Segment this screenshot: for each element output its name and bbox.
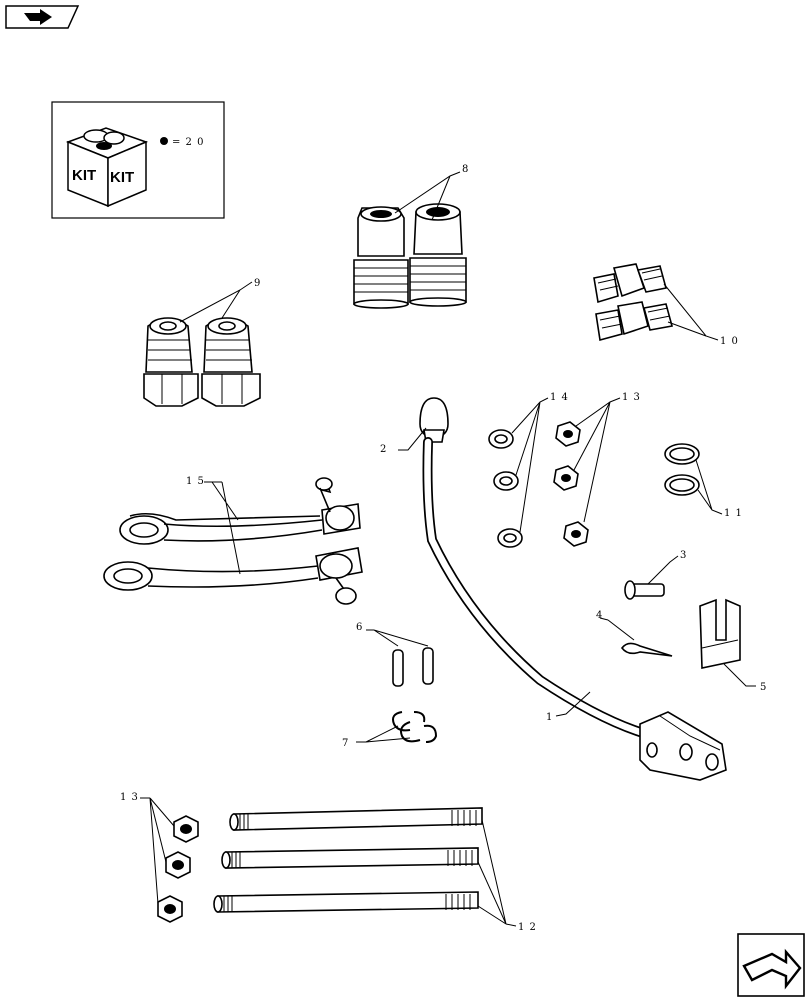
callout-7: 7 <box>342 738 349 749</box>
part-3-pin: 3 <box>624 550 687 600</box>
part-7-circlips: 7 <box>342 711 438 749</box>
callout-13-lower: 1 3 <box>120 792 139 803</box>
next-page-arrow-icon[interactable] <box>737 933 805 997</box>
kit-box: KIT KIT = 2 0 <box>51 101 225 219</box>
callout-12: 1 2 <box>518 922 537 933</box>
part-13-lower-nuts: 1 3 <box>120 792 199 923</box>
part-1-lever: 1 <box>422 437 727 781</box>
callout-9: 9 <box>254 278 261 289</box>
callout-2: 2 <box>380 444 387 455</box>
part-8-couplers: 8 <box>353 164 469 309</box>
callout-4: 4 <box>596 610 603 621</box>
part-2-knob: 2 <box>380 397 449 455</box>
part-14-washers: 1 4 <box>488 392 569 548</box>
kit-label-left: KIT <box>72 167 96 184</box>
part-12-rods: 1 2 <box>213 807 537 933</box>
kit-label-right: KIT <box>110 169 134 186</box>
callout-8: 8 <box>462 164 469 175</box>
callout-6: 6 <box>356 622 363 633</box>
part-9-couplers: 9 <box>143 278 261 407</box>
back-arrow-icon[interactable] <box>5 5 80 29</box>
part-4-cotter-pin: 4 <box>596 610 673 657</box>
part-5-clevis: 5 <box>699 598 767 693</box>
kit-legend-text: = 2 0 <box>172 137 204 148</box>
callout-3: 3 <box>680 550 687 561</box>
callout-5: 5 <box>760 682 767 693</box>
kit-crate-icon: KIT KIT <box>65 127 149 208</box>
part-6-pins: 6 <box>356 622 434 687</box>
part-11-orings: 1 1 <box>664 443 743 519</box>
callout-1: 1 <box>546 712 553 723</box>
bullet-dot-icon <box>160 137 168 145</box>
part-15-cables: 1 5 <box>103 476 363 605</box>
callout-13-upper: 1 3 <box>622 392 641 403</box>
part-10-adapters: 1 0 <box>593 263 739 347</box>
callout-14: 1 4 <box>550 392 569 403</box>
part-13-upper-nuts: 1 3 <box>553 392 641 547</box>
callout-11: 1 1 <box>724 508 743 519</box>
callout-15: 1 5 <box>186 476 205 487</box>
callout-10: 1 0 <box>720 336 739 347</box>
